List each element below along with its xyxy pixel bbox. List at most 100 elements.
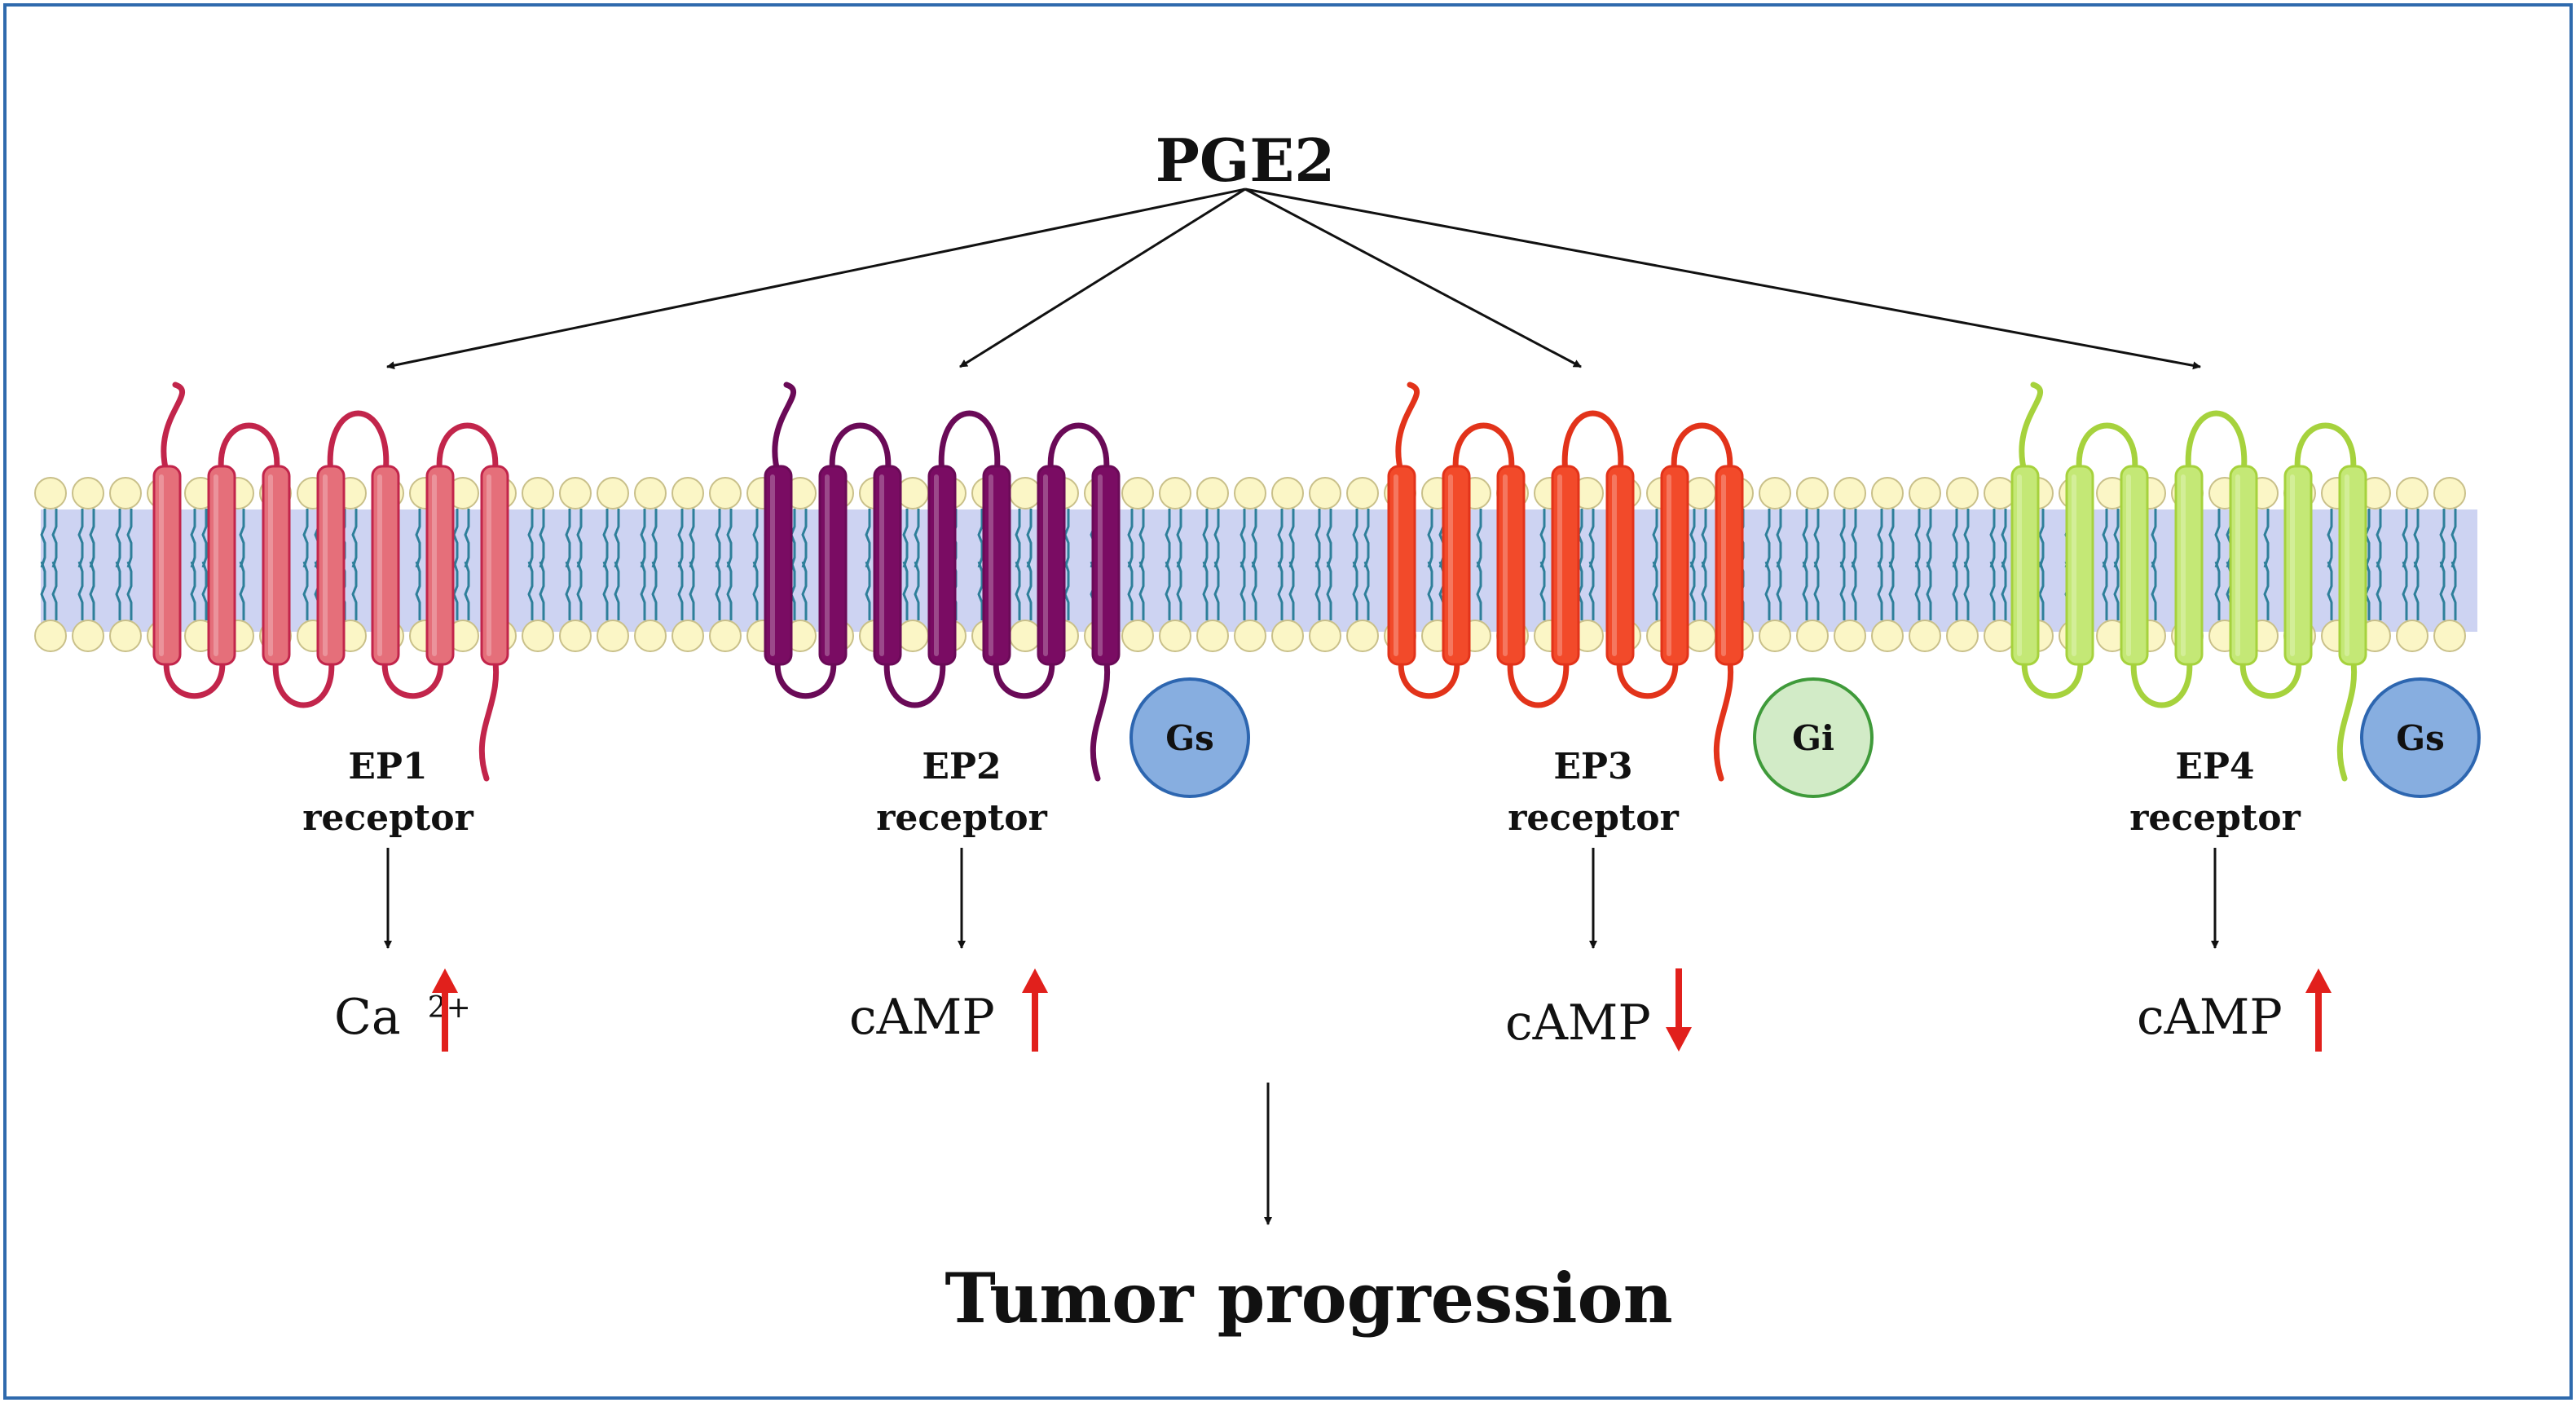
lipid-tail xyxy=(351,509,358,568)
lipid-tail xyxy=(1989,509,1996,568)
lipid-tail xyxy=(1240,561,1246,620)
helix-highlight xyxy=(1721,474,1726,656)
arrow-to-ep3 xyxy=(1244,187,1582,368)
lipid-tail xyxy=(1877,509,1883,568)
lipid-head xyxy=(634,620,667,652)
lipid-head xyxy=(1871,477,1904,509)
transmembrane-helix xyxy=(982,465,1011,666)
lipid-tail xyxy=(539,561,545,620)
increase-arrow xyxy=(2305,968,2332,1052)
ep1-name: EP1 xyxy=(348,746,427,787)
lipid-tail xyxy=(576,561,583,620)
ep1-messenger-base: Ca xyxy=(334,989,401,1046)
lipid-tail xyxy=(1776,509,1782,568)
lipid-tail xyxy=(2263,509,2270,568)
lipid-tail xyxy=(1015,561,1021,620)
ep2-loops xyxy=(772,382,1111,782)
ep3-receptor-word: receptor xyxy=(1508,797,1679,839)
lipid-tail xyxy=(452,561,459,620)
lipid-tail xyxy=(2001,561,2007,620)
lipid-head xyxy=(896,477,929,509)
helix-highlight xyxy=(2290,474,2295,656)
lipid-tail xyxy=(2214,561,2221,620)
lipid-tail xyxy=(2263,561,2270,620)
lipid-head xyxy=(559,620,592,652)
lipid-tail xyxy=(539,509,545,568)
lipid-tail xyxy=(2113,561,2120,620)
helix-highlight xyxy=(1503,474,1508,656)
intracellular-loop xyxy=(381,653,444,699)
lipid-tail xyxy=(565,561,571,620)
g-protein-label: Gs xyxy=(1165,718,1214,758)
c-terminus xyxy=(2336,653,2358,782)
lipid-head xyxy=(1834,620,1866,652)
lipid-tail xyxy=(415,561,421,620)
lipid-tail xyxy=(1802,561,1808,620)
lipid-tail xyxy=(1165,561,1171,620)
lipid-tail xyxy=(1026,509,1033,568)
transmembrane-helix xyxy=(1387,465,1416,666)
lipid-tail xyxy=(1701,561,1707,620)
lipid-tail xyxy=(464,561,470,620)
lipid-tail xyxy=(565,509,571,568)
lipid-tail xyxy=(1652,509,1658,568)
lipid-tail xyxy=(2113,509,2120,568)
lipid-tail xyxy=(1476,561,1482,620)
arrow-to-ep1 xyxy=(386,187,1246,370)
intracellular-loop xyxy=(2130,653,2193,708)
lipid-tail xyxy=(1326,561,1332,620)
lipid-tail xyxy=(1240,509,1246,568)
lipid-tail xyxy=(1127,561,1134,620)
lipid-tail xyxy=(1176,561,1182,620)
g-protein-label: Gs xyxy=(2396,718,2445,758)
intracellular-loop xyxy=(2021,653,2084,699)
c-terminus xyxy=(1713,653,1734,782)
lipid-tail xyxy=(801,509,808,568)
ep1-receptor xyxy=(152,382,509,782)
lipid-tail xyxy=(726,561,733,620)
lipid-head xyxy=(1159,477,1191,509)
helix-highlight xyxy=(268,474,273,656)
lipid-tail xyxy=(1839,561,1846,620)
lipid-head xyxy=(1271,620,1304,652)
extracellular-loop xyxy=(2294,422,2357,478)
transmembrane-helix xyxy=(2065,465,2094,666)
transmembrane-helix xyxy=(316,465,346,666)
lipid-head xyxy=(1796,477,1829,509)
extracellular-loop xyxy=(1561,410,1624,478)
lipid-tail xyxy=(2001,509,2007,568)
lipid-tail xyxy=(2151,561,2157,620)
helix-highlight xyxy=(934,474,939,656)
lipid-head xyxy=(1834,477,1866,509)
lipid-tail xyxy=(1802,509,1808,568)
lipid-tail xyxy=(1689,509,1696,568)
lipid-tail xyxy=(790,509,796,568)
lipid-tail xyxy=(1963,509,1970,568)
lipid-tail xyxy=(239,561,245,620)
ep3-name: EP3 xyxy=(1553,746,1632,787)
lipid-tail xyxy=(1776,561,1782,620)
intracellular-loop xyxy=(774,653,837,699)
helix-highlight xyxy=(2126,474,2131,656)
lipid-tail xyxy=(1689,561,1696,620)
lipid-tail xyxy=(1352,561,1358,620)
n-terminus xyxy=(161,382,186,478)
gs-protein: Gs xyxy=(2360,677,2481,798)
lipid-tail xyxy=(801,561,808,620)
lipid-head xyxy=(672,477,704,509)
extracellular-loop xyxy=(1671,422,1733,478)
lipid-tail xyxy=(1063,509,1070,568)
decrease-arrow xyxy=(1666,968,1692,1052)
lipid-tail xyxy=(77,509,84,568)
membrane-band xyxy=(41,509,2477,632)
extracellular-loop xyxy=(1047,422,1110,478)
transmembrane-helix xyxy=(1715,465,1744,666)
lipid-head xyxy=(1234,620,1266,652)
intracellular-loop xyxy=(163,653,226,699)
ep4-loops xyxy=(2019,382,2358,782)
lipid-tail xyxy=(2364,509,2371,568)
helix-highlight xyxy=(432,474,437,656)
lipid-tail xyxy=(115,509,121,568)
lipid-tail xyxy=(2102,509,2108,568)
